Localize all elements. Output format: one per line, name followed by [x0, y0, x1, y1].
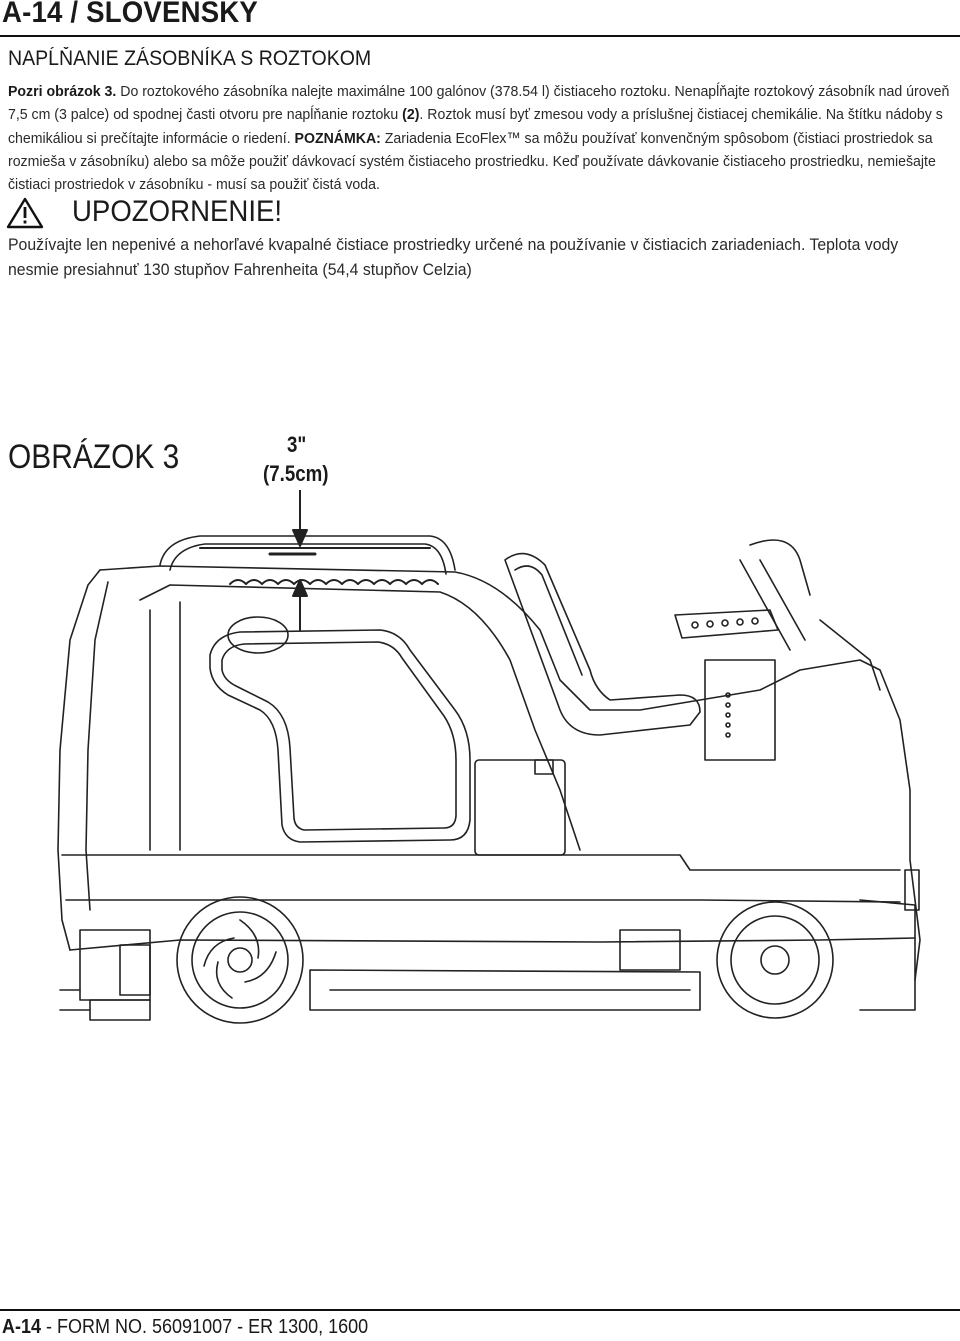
figure-reference: Pozri obrázok 3. — [8, 83, 117, 100]
footer-rule — [0, 1309, 960, 1311]
control-console — [674, 609, 881, 691]
machine-body — [57, 565, 921, 981]
footer-form-number: - FORM NO. 56091007 - ER 1300, 1600 — [41, 1316, 369, 1338]
page-footer: A-14 - FORM NO. 56091007 - ER 1300, 1600 — [2, 1316, 368, 1339]
callout-reference: (2) — [402, 106, 420, 124]
footer-page-number: A-14 — [2, 1316, 42, 1338]
dimension-inches: 3" — [287, 432, 307, 457]
side-panel — [704, 659, 776, 761]
steering-wheel — [739, 539, 811, 651]
dimension-cm: (7.5cm) — [263, 461, 329, 486]
tank-lid — [159, 535, 456, 575]
page-title: A-14 / SLOVENSKY — [2, 0, 259, 29]
note-label: POZNÁMKA: — [294, 129, 381, 147]
instructions-text-2: . Roztok musí byť zmesou vody a príslušn… — [8, 106, 943, 147]
section-heading: NAPĹŇANIE ZÁSOBNÍKA S ROZTOKOM — [8, 47, 372, 70]
rear-wheel — [716, 901, 834, 1019]
warning-title: UPOZORNENIE! — [72, 195, 283, 228]
instructions-paragraph: Pozri obrázok 3. Do roztokového zásobník… — [8, 80, 952, 196]
front-brush-wheel — [176, 896, 304, 1024]
tank-panel — [209, 616, 471, 843]
rear-bumper — [859, 869, 920, 1011]
squeegee-assembly — [59, 929, 151, 1021]
warning-line-1: Používajte len nepenivé a nehorľavé kvap… — [8, 235, 899, 254]
figure-label: OBRÁZOK 3 — [8, 438, 180, 476]
warning-triangle-icon — [6, 197, 44, 229]
solution-level-wave — [229, 579, 439, 585]
access-door — [474, 759, 566, 856]
dimension-arrows — [199, 490, 431, 631]
instructions-text-1: Do roztokového zásobníka nalejte maximál… — [8, 83, 950, 124]
note-text: Zariadenia EcoFlex™ sa môžu používať kon… — [8, 129, 936, 194]
scrubber-machine-drawing — [57, 490, 921, 1024]
warning-line-2: nesmie presiahnuť 130 stupňov Fahrenheit… — [8, 260, 472, 279]
operator-seat — [504, 552, 701, 736]
warning-text: Používajte len nepenivé a nehorľavé kvap… — [8, 232, 957, 282]
scrub-deck — [309, 929, 701, 1011]
header-rule — [0, 35, 960, 37]
page-header: A-14 / SLOVENSKY — [0, 0, 960, 36]
